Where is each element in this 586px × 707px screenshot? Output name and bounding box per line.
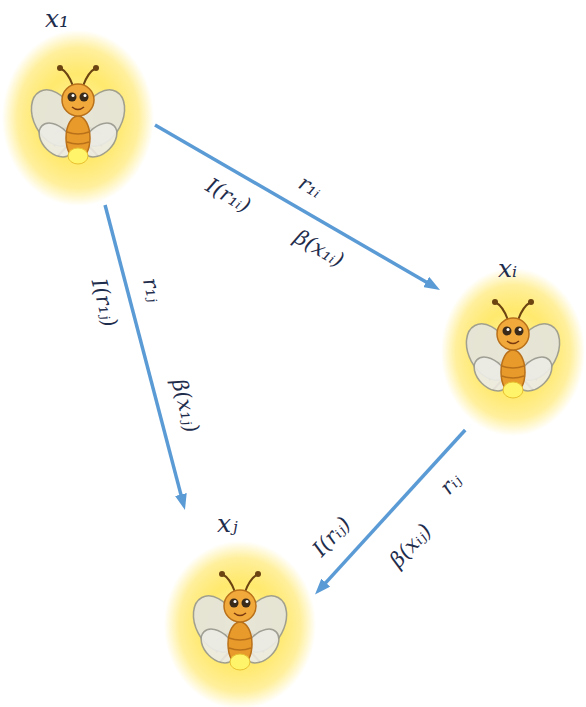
firefly-node: x₁ [5,5,155,205]
glow [2,30,154,206]
firefly [457,299,568,398]
glow [164,541,316,707]
node-label: x₁ [45,5,69,33]
formula-label: I(r₁ⱼ) [85,273,123,332]
formula-label: β(x₁ⱼ) [165,373,205,438]
firefly-node: xᵢ [440,255,580,430]
distance-label: r₁ⱼ [136,273,168,308]
arrow-connector [323,430,465,586]
node-label: xᵢ [498,255,517,283]
node-label: xⱼ [217,510,238,538]
glow [441,268,585,436]
firefly-node: xⱼ [165,510,315,702]
arrow-connector [155,125,430,284]
formula-label: β(xᵢⱼ) [382,517,438,575]
arrow-connector [105,205,182,498]
firefly [22,65,133,164]
distance-label: r₁ᵢ [291,169,328,205]
distance-label: rᵢⱼ [433,466,469,502]
firefly [184,571,295,670]
